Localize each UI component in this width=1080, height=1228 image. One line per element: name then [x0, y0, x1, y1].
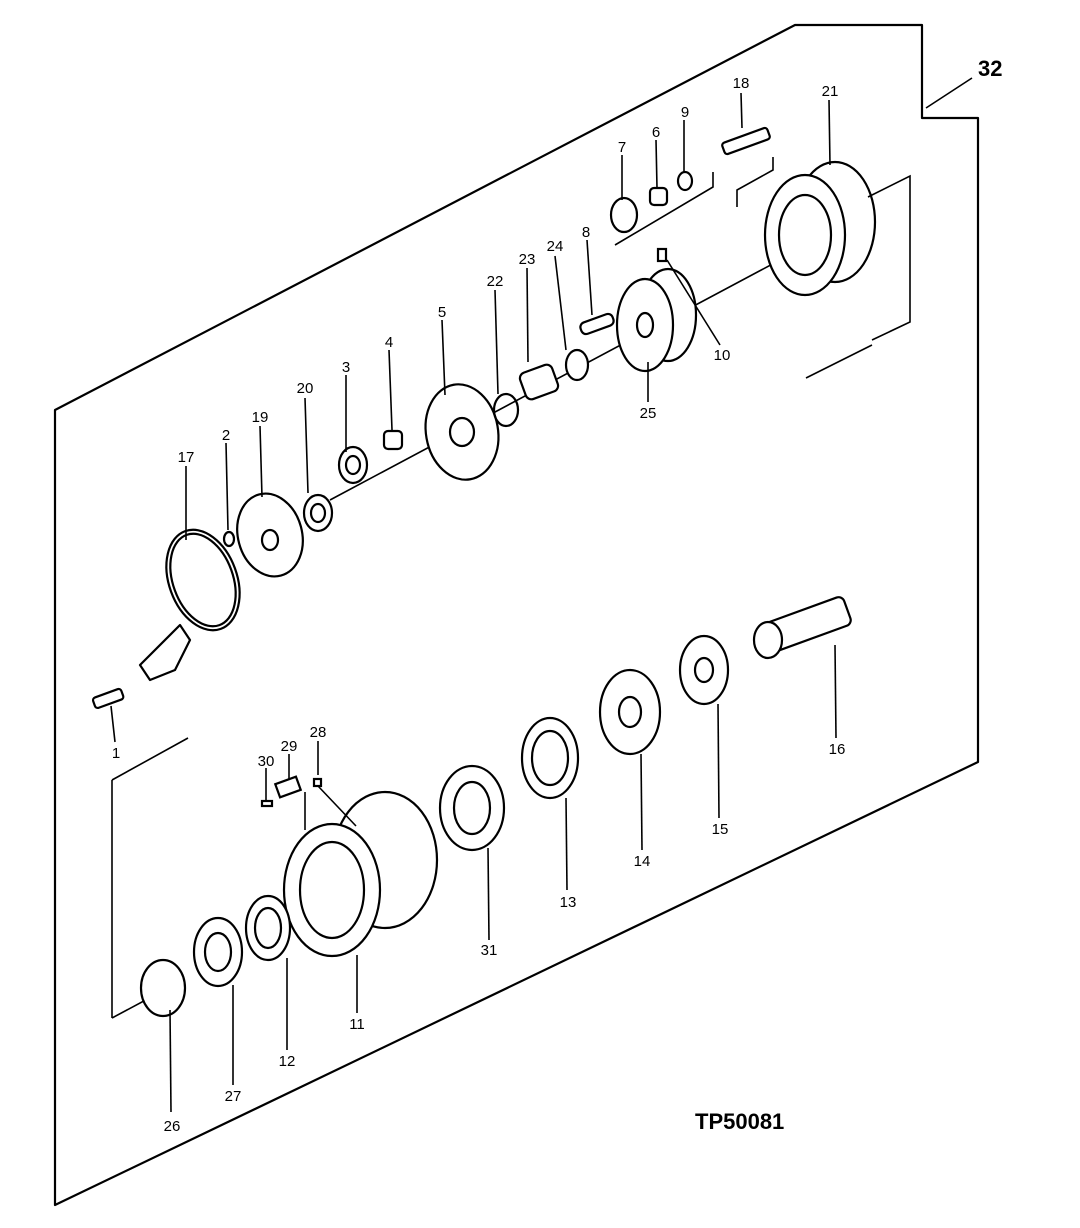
callout-26: 26 [164, 1118, 181, 1135]
figure-id: TP50081 [695, 1109, 784, 1134]
callout-19: 19 [252, 409, 269, 426]
leader-28-hub [317, 785, 357, 827]
callout-15: 15 [712, 821, 729, 838]
callout-16: 16 [829, 741, 846, 758]
part-14-washer [598, 668, 662, 756]
callout-4: 4 [385, 334, 393, 351]
part-23-spline [518, 363, 560, 401]
part-7-gear [609, 196, 639, 234]
part-19-plate-hole [260, 528, 280, 552]
callout-3: 3 [342, 359, 350, 376]
part-28-plug [312, 777, 323, 788]
part-30-screw [260, 799, 274, 808]
callout-30: 30 [258, 753, 275, 770]
callout-21: 21 [822, 83, 839, 100]
part-6-bearing [648, 186, 669, 207]
diagram-frame [53, 23, 980, 1207]
part-31-bearing-inner [452, 780, 492, 836]
callout-7: 7 [618, 139, 626, 156]
bracket-21 [867, 174, 911, 341]
callout-18: 18 [733, 75, 750, 92]
callout-24: 24 [547, 238, 564, 255]
part-15-washer-hole [693, 656, 715, 684]
callout-31: 31 [481, 942, 498, 959]
part-8-pin [579, 312, 615, 336]
part-22-snap-ring [492, 392, 520, 428]
part-25-carrier [615, 267, 698, 373]
part-31-bearing [438, 764, 506, 852]
callout-2: 2 [222, 427, 230, 444]
part-13-seal [520, 716, 580, 800]
cover-plate-fragment [138, 623, 192, 682]
part-1-bolt [91, 687, 125, 710]
part-9-washer [676, 170, 694, 192]
callout-27: 27 [225, 1088, 242, 1105]
group-ref-label: 32 [978, 56, 1002, 81]
part-12-seal [244, 894, 292, 962]
part-4-bearing [382, 429, 404, 451]
part-29-plate [273, 775, 303, 799]
lower-axis-bracket [111, 737, 189, 781]
callout-20: 20 [297, 380, 314, 397]
part-12-seal-inner [253, 906, 283, 950]
callout-29: 29 [281, 738, 298, 755]
group-ref-leader [925, 77, 973, 109]
part-27-bearing [192, 916, 244, 988]
part-18-bolt [721, 126, 771, 156]
callout-6: 6 [652, 124, 660, 141]
part-20-gear [302, 493, 334, 533]
callout-8: 8 [582, 224, 590, 241]
callout-11: 11 [349, 1016, 365, 1033]
callout-28: 28 [310, 724, 327, 741]
part-26-cap [139, 958, 187, 1018]
part-2-ring [222, 530, 236, 548]
part-15-washer [678, 634, 730, 706]
callout-leaders [110, 92, 837, 1113]
part-13-seal-inner [530, 729, 570, 787]
callout-23: 23 [519, 251, 536, 268]
callout-25: 25 [640, 405, 657, 422]
part-16-pinion-shaft [752, 596, 852, 660]
callout-numbers: 1 2 3 4 5 6 7 8 9 10 11 12 13 14 15 16 1… [112, 75, 846, 1135]
part-14-washer-hole [617, 695, 643, 729]
callout-14: 14 [634, 853, 651, 870]
callout-1: 1 [112, 745, 120, 762]
bracket-7-6-9 [614, 172, 714, 246]
callout-5: 5 [438, 304, 446, 321]
part-19-plate [236, 492, 304, 578]
callout-17: 17 [178, 449, 195, 466]
callout-13: 13 [560, 894, 577, 911]
part-5-carrier [424, 383, 500, 481]
bracket-18-21 [736, 157, 774, 207]
part-24-washer [564, 348, 590, 382]
callout-9: 9 [681, 104, 689, 121]
part-27-bearing-inner [203, 931, 233, 973]
part-10-pin [656, 247, 668, 263]
housing-guide-line [805, 344, 873, 379]
callout-22: 22 [487, 273, 504, 290]
callout-10: 10 [714, 347, 731, 364]
part-11-hub [282, 790, 439, 958]
part-21-ring-gear [763, 160, 877, 297]
part-3-gear [337, 445, 369, 485]
callout-12: 12 [279, 1053, 296, 1070]
